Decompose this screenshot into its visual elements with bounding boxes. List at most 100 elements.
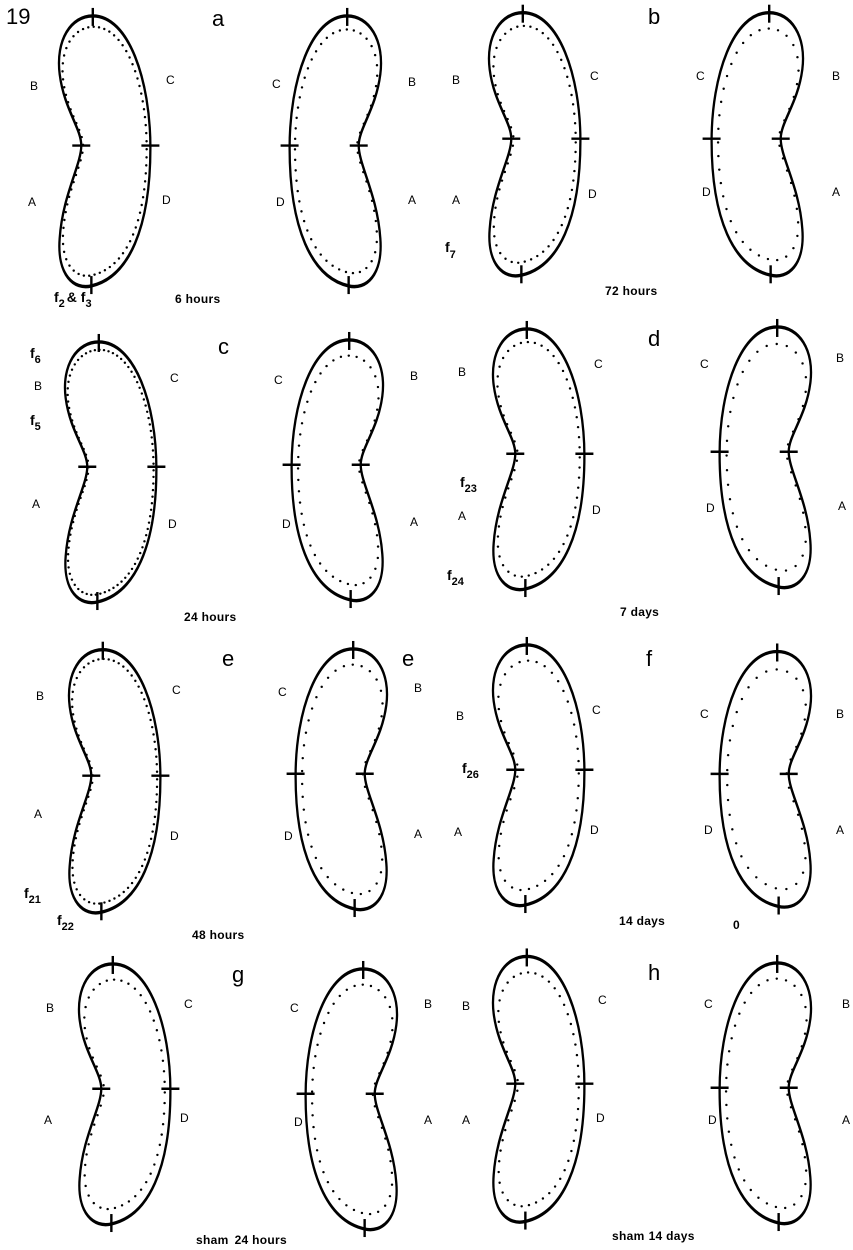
trace-dot (785, 888, 787, 890)
trace-dot (88, 760, 90, 762)
trace-dot (137, 685, 139, 687)
trace-dot (505, 809, 507, 811)
trace-dot (311, 1102, 313, 1104)
trace-dot (99, 1074, 101, 1076)
trace-dot (789, 758, 791, 760)
trace-dot (361, 1212, 363, 1214)
trace-dot (567, 844, 569, 846)
trace-dot (566, 76, 568, 78)
trace-dot (103, 349, 105, 351)
trace-dot (369, 366, 371, 368)
trace-dot (510, 432, 512, 434)
trace-dot (552, 355, 554, 357)
trace-dot (507, 487, 509, 489)
trace-dot (134, 988, 136, 990)
trace-dot (147, 417, 149, 419)
trace-dot (553, 558, 555, 560)
trace-dot (377, 557, 379, 559)
trace-dot (372, 809, 374, 811)
trace-dot (88, 901, 90, 903)
trace-dot (797, 69, 799, 71)
quadrant-label-c: C (592, 703, 601, 717)
trace-dot (77, 359, 79, 361)
trace-dot (557, 362, 559, 364)
trace-dot (507, 162, 509, 164)
quadrant-label-b: B (458, 365, 466, 379)
trace-dot (497, 545, 499, 547)
trace-dot (149, 1172, 151, 1174)
trace-dot (82, 144, 84, 146)
trace-dot (801, 362, 803, 364)
trace-dot (121, 1204, 123, 1206)
trace-dot (541, 975, 543, 977)
trace-dot (146, 852, 148, 854)
trace-dot (506, 981, 508, 983)
trace-dot (66, 203, 68, 205)
trace-dot (67, 566, 69, 568)
trace-dot (499, 869, 501, 871)
trace-dot (120, 980, 122, 982)
trace-dot (578, 446, 580, 448)
trace-dot (123, 891, 125, 893)
trace-dot (88, 1047, 90, 1049)
trace-dot (717, 155, 719, 157)
quadrant-label-c: C (290, 1001, 299, 1015)
trace-dot (83, 747, 85, 749)
trace-dot (116, 355, 118, 357)
trace-dot (375, 678, 377, 680)
trace-dot (130, 674, 132, 676)
trace-dot (377, 386, 379, 388)
trace-dot (148, 521, 150, 523)
trace-dot (542, 250, 544, 252)
trace-dot (352, 272, 354, 274)
trace-dot (149, 1010, 151, 1012)
trace-dot (726, 469, 728, 471)
trace-dot (300, 210, 302, 212)
trace-dot (506, 1051, 508, 1053)
dot-trace-10 (497, 659, 580, 891)
trace-dot (790, 182, 792, 184)
trace-dot (497, 857, 499, 859)
trace-dot (516, 776, 518, 778)
trace-dot (134, 70, 136, 72)
trace-dot (306, 534, 308, 536)
trace-dot (72, 874, 74, 876)
trace-dot (125, 50, 127, 52)
trace-dot (122, 252, 124, 254)
trace-dot (726, 440, 728, 442)
kidney-outline-b-right (712, 13, 803, 276)
trace-dot (325, 570, 327, 572)
trace-dot (87, 662, 89, 664)
trace-dot (331, 264, 333, 266)
trace-dot (384, 1205, 386, 1207)
trace-dot (572, 103, 574, 105)
trace-dot (726, 784, 728, 786)
trace-dot (802, 405, 804, 407)
trace-dot (563, 855, 565, 857)
trace-dot (558, 551, 560, 553)
trace-dot (498, 555, 500, 557)
trace-dot (73, 425, 75, 427)
trace-dot (794, 1118, 796, 1120)
trace-dot (564, 216, 566, 218)
trace-dot (570, 94, 572, 96)
trace-dot (71, 698, 73, 700)
trace-dot (315, 857, 317, 859)
trace-dot (493, 216, 495, 218)
trace-dot (573, 723, 575, 725)
trace-dot (377, 989, 379, 991)
quadrant-label-b: B (452, 73, 460, 87)
trace-dot (498, 708, 500, 710)
panel-letter-f: f (646, 646, 653, 671)
trace-dot (374, 739, 376, 741)
trace-dot (785, 255, 787, 257)
quadrant-label-c: C (184, 997, 193, 1011)
trace-dot (802, 689, 804, 691)
trace-dot (578, 456, 580, 458)
trace-dot (736, 711, 738, 713)
f-label-f2-f3: f2& f3 (54, 289, 92, 310)
trace-dot (361, 481, 363, 483)
trace-dot (297, 479, 299, 481)
trace-dot (529, 26, 531, 28)
trace-dot (775, 668, 777, 670)
